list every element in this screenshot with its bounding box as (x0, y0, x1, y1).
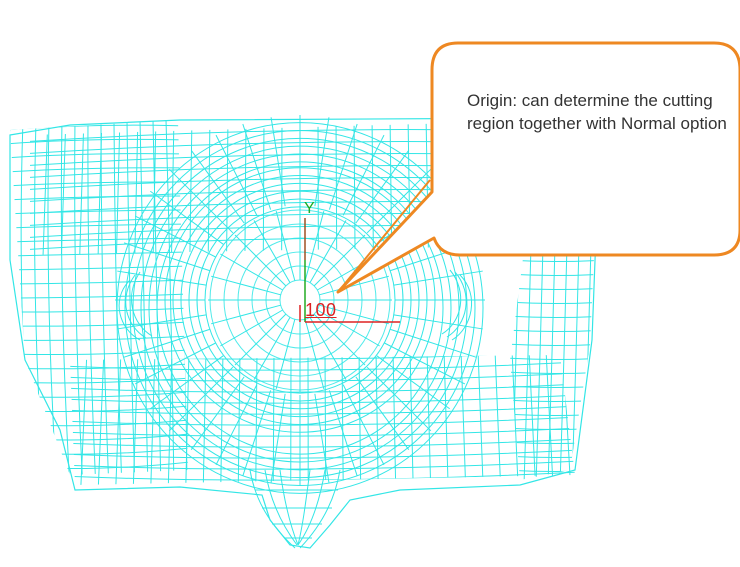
y-axis-label: Y (304, 200, 315, 217)
origin-label: 100 (305, 300, 337, 320)
origin-axis-triad (299, 218, 400, 323)
callout-balloon (336, 41, 740, 294)
callout-text: Origin: can determine the cutting region… (467, 91, 727, 133)
